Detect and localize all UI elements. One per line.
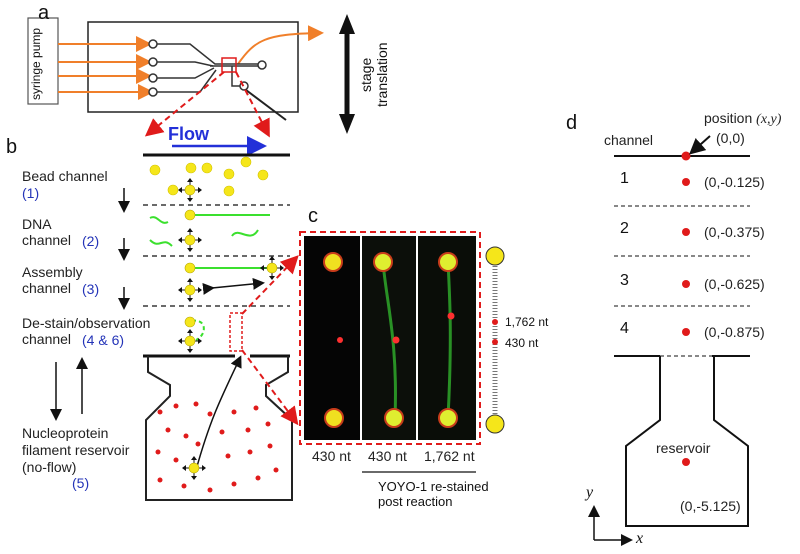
marker-label-1762: 1,762 nt	[505, 315, 549, 329]
optical-trap-icon	[178, 178, 202, 202]
fluorescence-images	[299, 231, 505, 473]
row-2-number: 2	[620, 220, 629, 237]
row-2-coord: (0,-0.375)	[704, 224, 765, 240]
row-1-coord: (0,-0.125)	[704, 174, 765, 190]
channel-4-name: De-stain/observation channel	[22, 315, 151, 348]
channel-2-number: (2)	[82, 233, 100, 249]
channel-4-number: (4 & 6)	[82, 332, 125, 348]
panel-label-d: d	[566, 112, 578, 134]
marker-label-430: 430 nt	[505, 336, 539, 350]
reservoir-label: reservoir	[656, 440, 711, 456]
origin-coord: (0,0)	[716, 130, 745, 146]
panel-label-c: c	[308, 205, 318, 227]
channel-2-name: DNA channel	[22, 216, 72, 249]
restain-caption: YOYO-1 re-stained post reaction	[378, 479, 489, 509]
chip-schematic	[27, 14, 355, 138]
row-1-number: 1	[620, 170, 629, 187]
reservoir-number: (5)	[72, 475, 90, 491]
lane-1-label: 430 nt	[312, 448, 351, 464]
panel-label-a: a	[38, 2, 50, 24]
x-axis-label: x	[636, 530, 644, 547]
lane-3-label: 1,762 nt	[424, 448, 475, 464]
channel-3-name: Assembly channel	[22, 264, 83, 297]
reservoir-name: Nucleoprotein filament reservoir (no-flo…	[22, 425, 130, 475]
y-axis-label: y	[586, 484, 594, 501]
row-3-coord: (0,-0.625)	[704, 276, 765, 292]
channel-heading: channel	[604, 132, 654, 148]
row-3-number: 3	[620, 272, 629, 289]
reservoir-coord: (0,-5.125)	[680, 498, 741, 514]
panel-label-b: b	[6, 136, 18, 158]
syringe-pump-label: syringe pump	[29, 27, 43, 101]
position-label: position (x,y)	[704, 110, 782, 127]
coordinate-schematic	[588, 135, 750, 546]
channel-3-number: (3)	[82, 281, 100, 297]
row-4-number: 4	[620, 320, 629, 337]
optical-trap-icon	[178, 209, 284, 480]
channel-1-number: (1)	[22, 185, 40, 201]
flow-label: Flow	[168, 124, 209, 144]
stage-translation-label: stage translation	[358, 42, 391, 108]
channel-1-name: Bead channel	[22, 168, 108, 184]
row-4-coord: (0,-0.875)	[704, 324, 765, 340]
channel-stack	[50, 136, 299, 501]
lane-2-label: 430 nt	[368, 448, 407, 464]
